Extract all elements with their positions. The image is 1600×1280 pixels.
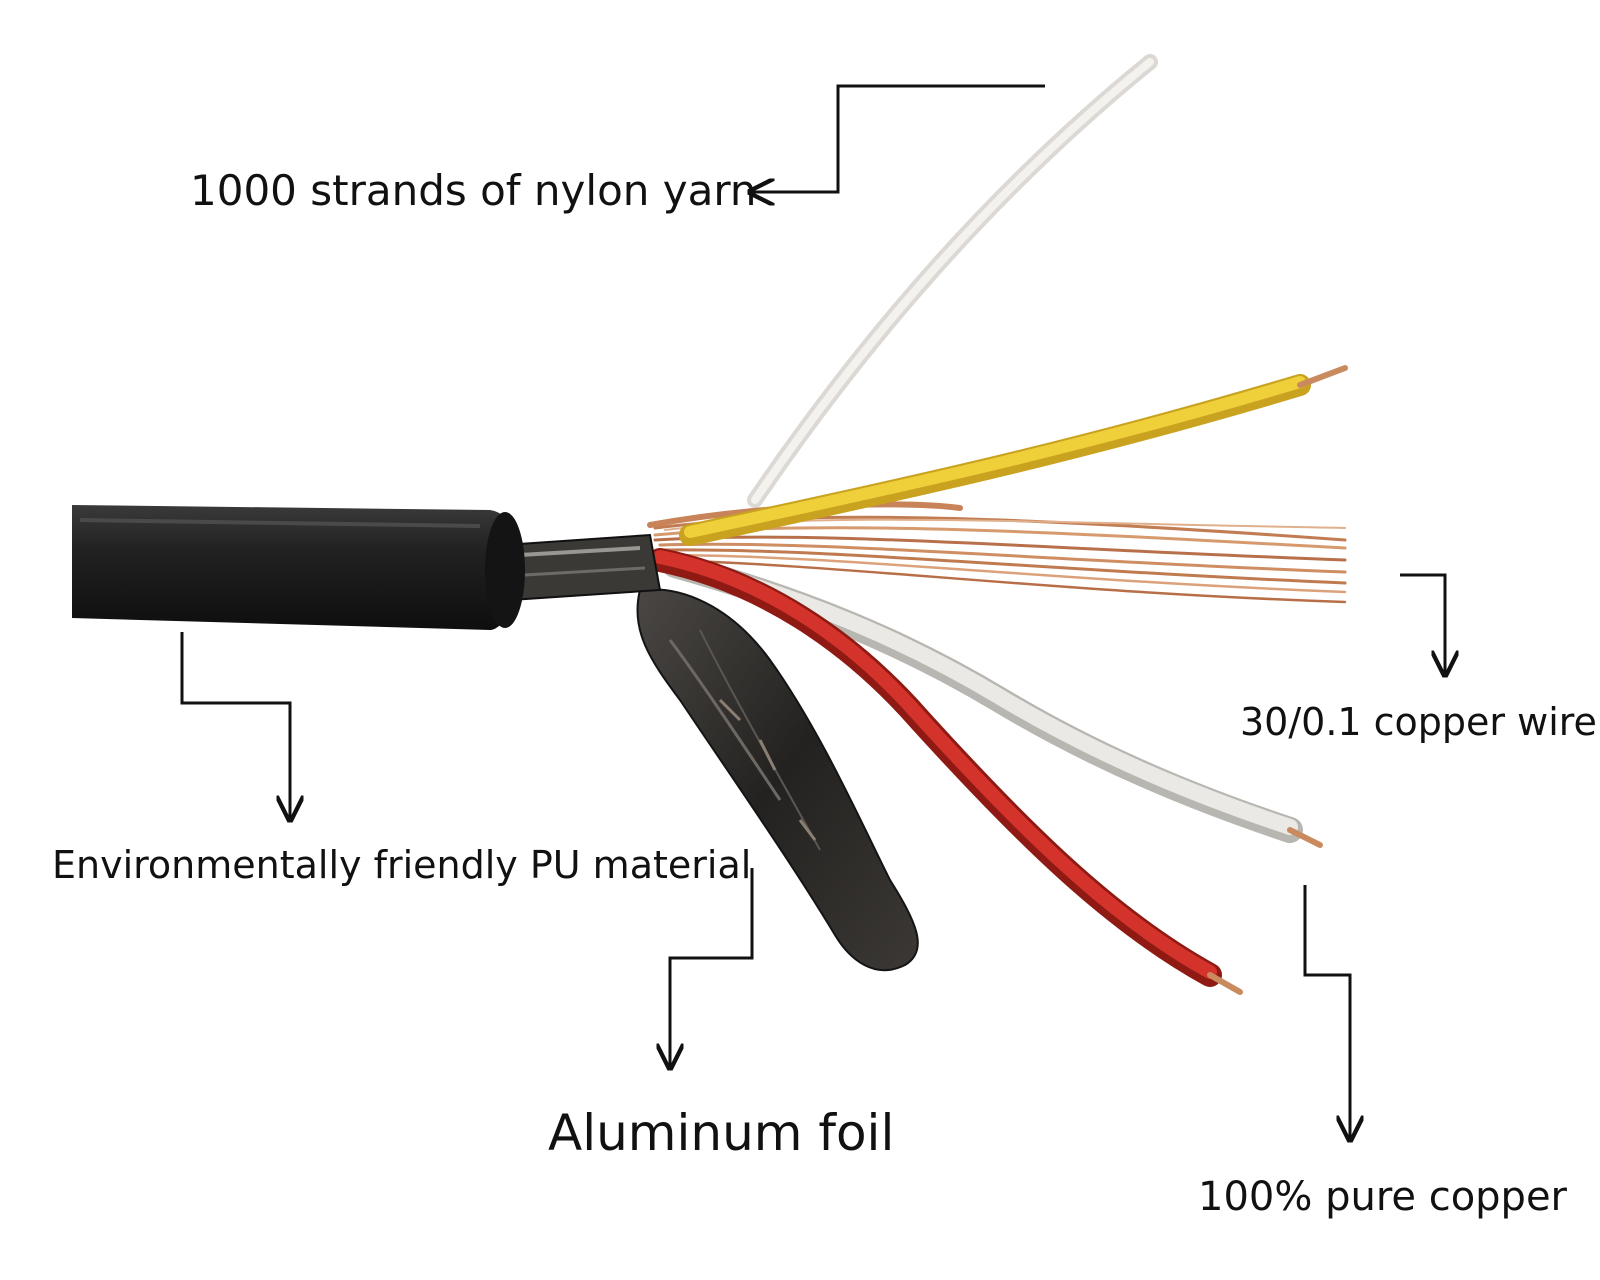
callout-pu-material: Environmentally friendly PU material — [52, 632, 751, 887]
label-aluminum-foil: Aluminum foil — [548, 1104, 894, 1162]
callout-aluminum-foil: Aluminum foil — [548, 868, 894, 1162]
callout-nylon: 1000 strands of nylon yarn — [190, 84, 1045, 215]
yellow-wire — [679, 365, 1348, 546]
callout-copper-wire: 30/0.1 copper wire — [1240, 573, 1597, 744]
foil-wrap — [503, 533, 662, 602]
red-wire — [648, 548, 1243, 995]
callout-pure-copper: 100% pure copper — [1198, 885, 1568, 1220]
pu-jacket — [72, 505, 525, 630]
label-nylon-yarn: 1000 strands of nylon yarn — [190, 166, 757, 215]
aluminum-foil-flap — [636, 588, 919, 972]
nylon-yarn — [747, 54, 1158, 508]
label-pu-material: Environmentally friendly PU material — [52, 843, 751, 887]
label-pure-copper: 100% pure copper — [1198, 1174, 1568, 1220]
label-copper-wire: 30/0.1 copper wire — [1240, 700, 1597, 744]
